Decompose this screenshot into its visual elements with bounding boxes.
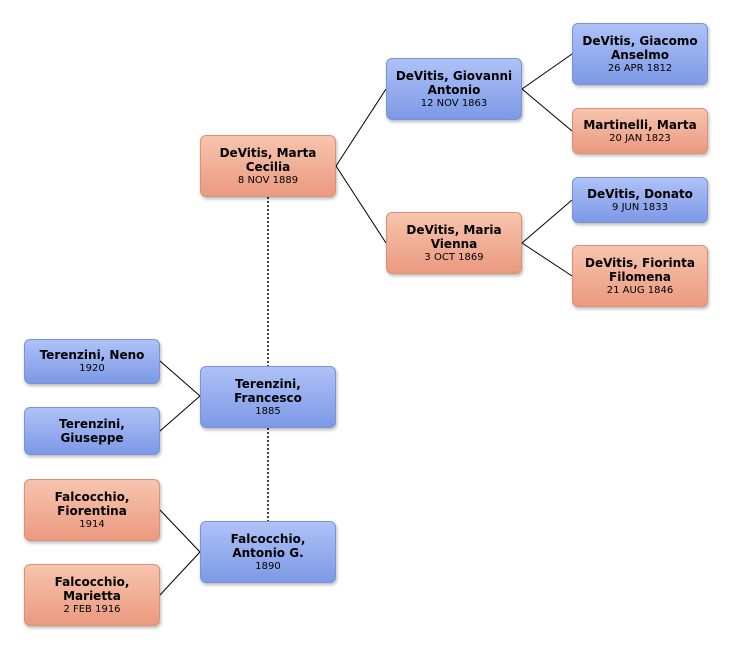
person-name: Terenzini, Giuseppe xyxy=(59,417,125,445)
person-card-marta-cecilia[interactable]: DeVitis, Marta Cecilia 8 NOV 1889 xyxy=(200,135,336,197)
person-card-fiorentina[interactable]: Falcocchio, Fiorentina 1914 xyxy=(24,479,160,541)
person-name: DeVitis, Giacomo Anselmo xyxy=(582,33,698,62)
person-name: DeVitis, Maria Vienna xyxy=(406,222,502,251)
person-card-donato[interactable]: DeVitis, Donato 9 JUN 1833 xyxy=(572,177,708,223)
person-name: DeVitis, Giovanni Antonio xyxy=(395,68,513,97)
person-date: 12 NOV 1863 xyxy=(420,97,488,109)
connector-francesco-to-neno xyxy=(159,360,201,397)
person-card-giovanni-antonio[interactable]: DeVitis, Giovanni Antonio 12 NOV 1863 xyxy=(386,58,522,120)
person-date: 1885 xyxy=(255,405,281,417)
person-card-giacomo-anselmo[interactable]: DeVitis, Giacomo Anselmo 26 APR 1812 xyxy=(572,23,708,85)
person-date: 26 APR 1812 xyxy=(607,62,673,74)
person-card-marta-martinelli[interactable]: Martinelli, Marta 20 JAN 1823 xyxy=(572,108,708,154)
connector-antonio-to-marietta xyxy=(159,551,201,596)
person-card-maria-vienna[interactable]: DeVitis, Maria Vienna 3 OCT 1869 xyxy=(386,212,522,274)
connector-giovanni-to-marta-martinelli xyxy=(521,88,573,132)
person-name: Terenzini, Francesco xyxy=(234,376,302,405)
person-date: 21 AUG 1846 xyxy=(606,284,674,296)
connector-francesco-to-giuseppe xyxy=(159,395,201,432)
person-date: 3 OCT 1869 xyxy=(424,251,484,263)
person-name: DeVitis, Fiorinta Filomena xyxy=(585,255,695,284)
connector-antonio-to-fiorentina xyxy=(159,509,201,553)
person-card-antonio-g[interactable]: Falcocchio, Antonio G. 1890 xyxy=(200,521,336,583)
person-date: 9 JUN 1833 xyxy=(612,201,668,213)
person-name: Martinelli, Marta xyxy=(583,117,697,132)
person-card-francesco[interactable]: Terenzini, Francesco 1885 xyxy=(200,366,336,428)
connector-maria-vienna-to-fiorinta xyxy=(521,242,573,277)
person-date: 2 FEB 1916 xyxy=(63,603,121,615)
person-date: 1920 xyxy=(79,363,105,374)
person-date: 1914 xyxy=(79,518,105,530)
person-name: DeVitis, Donato xyxy=(587,186,693,201)
person-name: DeVitis, Marta Cecilia xyxy=(219,145,317,174)
person-name: Terenzini, Neno xyxy=(39,348,145,362)
connector-maria-vienna-to-donato xyxy=(521,199,573,244)
person-name: Falcocchio, Antonio G. xyxy=(230,531,306,560)
connector-marta-cecilia-to-giovanni xyxy=(335,88,387,167)
person-card-marietta[interactable]: Falcocchio, Marietta 2 FEB 1916 xyxy=(24,564,160,626)
person-name: Falcocchio, Fiorentina xyxy=(54,489,130,518)
person-date: 1890 xyxy=(255,560,281,572)
person-date: 8 NOV 1889 xyxy=(237,174,299,186)
person-date: 20 JAN 1823 xyxy=(609,132,671,144)
person-card-fiorinta-filomena[interactable]: DeVitis, Fiorinta Filomena 21 AUG 1846 xyxy=(572,245,708,307)
person-name: Falcocchio, Marietta xyxy=(54,574,130,603)
person-card-neno[interactable]: Terenzini, Neno 1920 xyxy=(24,339,160,384)
connector-giovanni-to-giacomo xyxy=(521,53,573,90)
connector-marta-cecilia-to-maria-vienna xyxy=(335,165,387,244)
person-card-giuseppe[interactable]: Terenzini, Giuseppe xyxy=(24,407,160,455)
